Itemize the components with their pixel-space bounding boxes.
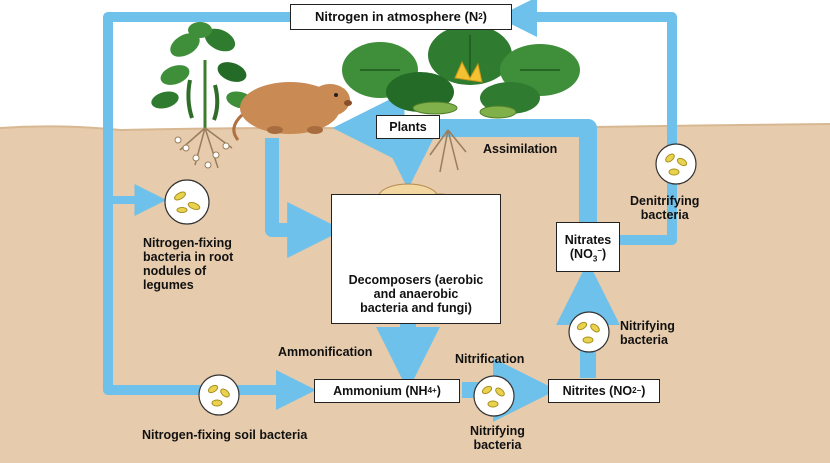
bacteria-root-nodule-icon: [164, 179, 210, 225]
plants-box-text: Plants: [389, 120, 427, 134]
nitrates-box-superscript: −: [597, 245, 602, 255]
decomposers-box: Decomposers (aerobic and anaerobic bacte…: [331, 194, 501, 324]
arrow-animal-to-decomposers: [265, 138, 344, 258]
arrow-denitrification: [497, 0, 677, 245]
bacteria-denitrifying-icon: [655, 143, 697, 185]
bacteria-soil-fixing-icon: [198, 374, 240, 416]
squash-plant-illustration: [342, 25, 580, 173]
ammonification-label: Ammonification: [278, 345, 373, 359]
denitrifying-bacteria-label: Denitrifying bacteria: [630, 194, 700, 222]
nitrates-box-formula: (NO3−): [569, 245, 607, 264]
nitrogen-fixing-soil-label: Nitrogen-fixing soil bacteria: [142, 428, 308, 442]
animal-illustration: [232, 82, 352, 141]
nitrifying-bacteria-bottom-label: Nitrifying bacteria: [470, 424, 525, 452]
nitrates-box-subscript: 3: [592, 254, 598, 264]
bacteria-nitrifying-bottom-icon: [473, 375, 515, 417]
legume-plant-illustration: [151, 22, 254, 169]
plants-box: Plants: [376, 115, 440, 139]
nitrogen-fixing-root-label: Nitrogen-fixing bacteria in root nodules…: [143, 236, 234, 292]
ammonium-box-text: Ammonium (NH: [333, 384, 428, 398]
atmosphere-box-tail: ): [482, 9, 488, 24]
atmosphere-box-text: Nitrogen in atmosphere (N: [314, 9, 479, 24]
ammonium-box-tail: ): [436, 384, 441, 398]
nitrates-box-text: (NO: [569, 247, 593, 261]
bacteria-nitrifying-right-icon: [568, 311, 610, 353]
nitrites-box-tail: ): [641, 384, 646, 398]
nitrates-box-tail: ): [601, 247, 607, 261]
nitrates-box: Nitrates (NO3−): [556, 222, 620, 272]
nitrites-box-text: Nitrites (NO: [562, 384, 633, 398]
nitrifying-bacteria-right-label: Nitrifying bacteria: [620, 319, 675, 347]
assimilation-label: Assimilation: [483, 142, 558, 156]
nitrification-label: Nitrification: [455, 352, 525, 366]
nitrates-box-line1: Nitrates: [564, 233, 612, 247]
decomposers-box-text: Decomposers (aerobic and anaerobic bacte…: [348, 273, 484, 315]
